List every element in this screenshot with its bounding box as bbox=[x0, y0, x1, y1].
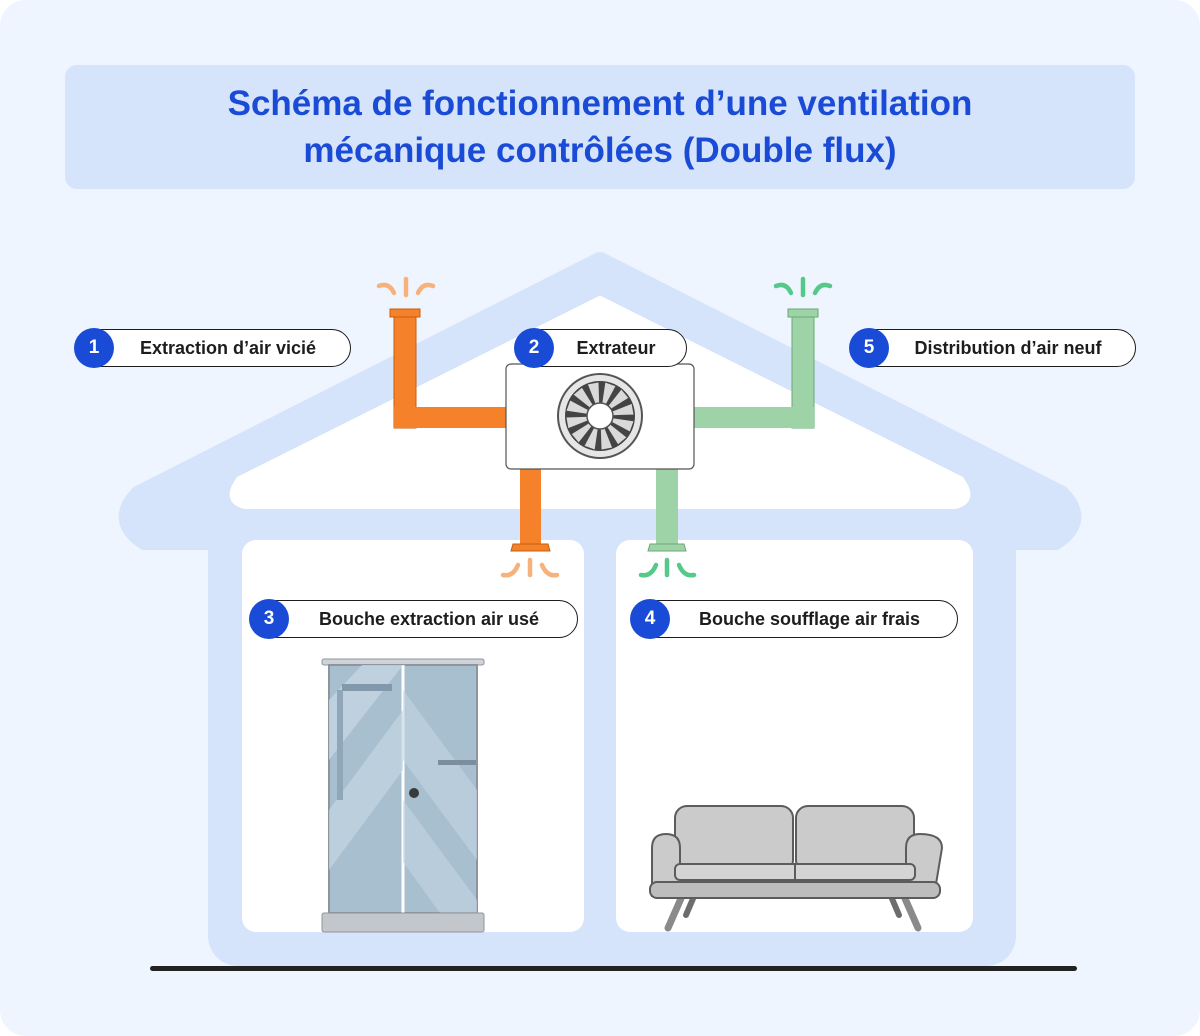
number-badge: 4 bbox=[630, 599, 670, 639]
label-extraction-air-vicie: 1 Extraction d’air vicié bbox=[74, 328, 351, 368]
fresh-air-duct bbox=[647, 308, 819, 552]
label-extrateur: 2 Extrateur bbox=[514, 328, 687, 368]
diagram-title: Schéma de fonctionnement d’une ventilati… bbox=[227, 84, 973, 170]
stale-air-duct bbox=[389, 308, 551, 552]
sofa-icon bbox=[649, 805, 944, 932]
extractor-unit bbox=[505, 363, 695, 470]
label-distribution-air-neuf: 5 Distribution d’air neuf bbox=[849, 328, 1136, 368]
title-banner: Schéma de fonctionnement d’une ventilati… bbox=[65, 65, 1135, 189]
stale-air-puff-top bbox=[376, 276, 436, 298]
number-badge: 1 bbox=[74, 328, 114, 368]
label-bouche-extraction: 3 Bouche extraction air usé bbox=[249, 599, 578, 639]
number-badge: 2 bbox=[514, 328, 554, 368]
label-text: Extrateur bbox=[576, 337, 656, 358]
stale-air-puff-bottom bbox=[500, 557, 560, 578]
label-text: Distribution d’air neuf bbox=[914, 337, 1102, 358]
shower-cabin-icon bbox=[321, 658, 485, 933]
fresh-air-puff-bottom bbox=[638, 557, 697, 578]
number-badge: 3 bbox=[249, 599, 289, 639]
fresh-air-puff-top bbox=[773, 276, 833, 298]
ground-line bbox=[150, 966, 1077, 971]
label-text: Bouche extraction air usé bbox=[318, 608, 540, 629]
number-badge: 5 bbox=[849, 328, 889, 368]
label-text: Bouche soufflage air frais bbox=[698, 608, 921, 629]
label-bouche-soufflage: 4 Bouche soufflage air frais bbox=[630, 599, 958, 639]
label-text: Extraction d’air vicié bbox=[139, 337, 317, 358]
